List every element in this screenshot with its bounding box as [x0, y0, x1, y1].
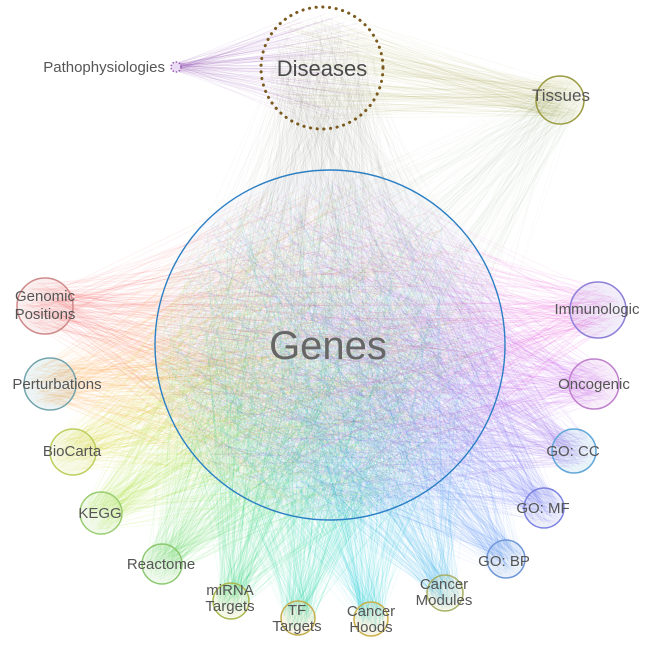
node-circle-perturbations[interactable] [23, 357, 77, 411]
node-circle-kegg[interactable] [79, 491, 123, 535]
node-label-genes: Genes [269, 324, 387, 368]
edge-bundle-tissues-diseases [266, 9, 580, 121]
node-circle-pathophysiologies[interactable] [170, 61, 182, 73]
node-diseases[interactable]: Diseases [259, 5, 385, 131]
node-label-reactome: Reactome [127, 556, 195, 573]
edge-bundle-genomic_positions-genes [20, 184, 492, 513]
node-label-perturbations: Perturbations [12, 376, 101, 393]
edge-bundle-mirna_targets-genes [162, 180, 493, 616]
node-circle-diseases[interactable] [259, 5, 385, 131]
node-label-go_bp: GO: BP [478, 553, 530, 570]
node-circle-reactome[interactable] [141, 543, 183, 585]
edge-bundle-go_cc-genes [162, 178, 593, 511]
edge-bundle-tissues-genes [176, 81, 581, 505]
node-go_cc[interactable]: GO: CC [546, 428, 600, 474]
node-oncogenic[interactable]: Oncogenic [558, 358, 630, 410]
node-circle-cancer_modules[interactable] [426, 574, 464, 612]
node-circle-genomic_positions[interactable] [16, 277, 74, 335]
edge-bundle-cancer_modules-genes [165, 183, 495, 609]
node-label-biocarta: BioCarta [43, 443, 102, 460]
node-circle-oncogenic[interactable] [568, 358, 620, 410]
node-genes[interactable]: Genes [154, 169, 506, 521]
node-circle-biocarta[interactable] [49, 428, 97, 476]
node-go_mf[interactable]: GO: MF [516, 487, 570, 529]
node-perturbations[interactable]: Perturbations [12, 357, 102, 411]
node-reactome[interactable]: Reactome [127, 543, 195, 585]
node-label-oncogenic: Oncogenic [558, 376, 630, 393]
edge-bundle-go_bp-genes [163, 185, 523, 576]
node-circle-cancer_hoods[interactable] [353, 601, 389, 637]
node-label-tissues: Tissues [532, 86, 590, 105]
node-circle-go_cc[interactable] [551, 428, 597, 474]
node-label-pathophysiologies: Pathophysiologies [43, 59, 165, 76]
node-label-go_cc: GO: CC [546, 443, 600, 460]
edge-bundle-cancer_hoods-genes [168, 182, 493, 634]
edge-bundle-reactome-genes [144, 189, 490, 581]
edge-bundle-oncogenic-genes [167, 176, 616, 505]
edge-bundle-perturbations-genes [27, 185, 493, 506]
node-circle-tf_targets[interactable] [280, 600, 316, 636]
node-immunologic[interactable]: Immunologic [554, 281, 640, 339]
node-circle-go_mf[interactable] [523, 487, 565, 529]
node-kegg[interactable]: KEGG [78, 491, 123, 535]
edge-bundle-kegg-genes [83, 185, 493, 531]
node-circle-go_bp[interactable] [486, 539, 526, 579]
edge-bundle-biocarta-genes [53, 176, 485, 515]
node-go_bp[interactable]: GO: BP [478, 539, 530, 579]
node-tissues[interactable]: Tissues [532, 75, 590, 125]
edge-bundle-tf_targets-genes [161, 182, 495, 633]
node-circle-mirna_targets[interactable] [212, 582, 250, 620]
node-label-diseases: Diseases [277, 56, 367, 81]
edge-bundle-pathophysiologies-diseases [171, 14, 379, 124]
node-label-kegg: KEGG [78, 505, 121, 522]
node-biocarta[interactable]: BioCarta [43, 428, 102, 476]
edge-bundle-diseases-genes [162, 15, 500, 513]
node-pathophysiologies[interactable]: Pathophysiologies [43, 59, 182, 76]
node-circle-tissues[interactable] [535, 75, 585, 125]
node-circle-immunologic[interactable] [569, 281, 627, 339]
node-circle-genes[interactable] [154, 169, 506, 521]
node-label-go_mf: GO: MF [516, 500, 569, 517]
node-label-immunologic: Immunologic [554, 301, 640, 318]
